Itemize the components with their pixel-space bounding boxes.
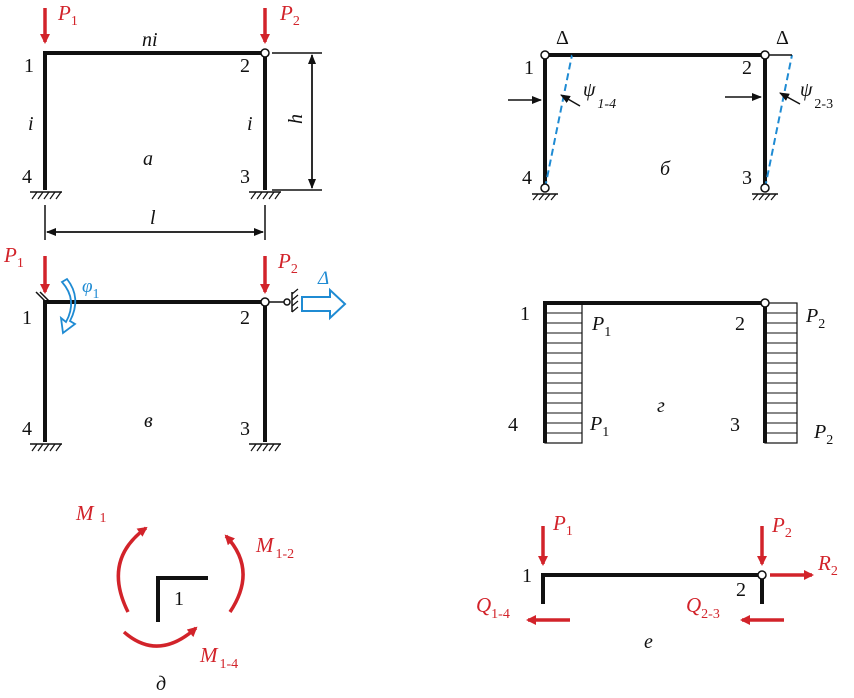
height-dimension bbox=[272, 52, 322, 191]
force-g-bottom-left: P1 bbox=[589, 413, 609, 440]
load-label-p2: P2 bbox=[279, 1, 300, 29]
force-g-top-left: P1 bbox=[591, 313, 611, 340]
span-dimension bbox=[44, 205, 266, 240]
rotation-label: φ1 bbox=[82, 276, 100, 302]
panel-v: P1 P2 φ1 Δ 1 2 4 3 в bbox=[3, 243, 347, 452]
node-g-3-label: 3 bbox=[730, 414, 740, 436]
psi-pointer-left bbox=[560, 94, 581, 107]
node-e-1-label: 1 bbox=[522, 565, 532, 587]
node-v-3-label: 3 bbox=[240, 418, 250, 440]
psi-right-label: ψ2-3 bbox=[800, 79, 833, 112]
node-g-2-label: 2 bbox=[735, 313, 745, 335]
load-label-v-p1: P1 bbox=[3, 243, 24, 271]
force-g-top-right: P2 bbox=[805, 305, 825, 332]
delta-right-label: Δ bbox=[776, 27, 789, 49]
panel-g: 1 2 4 3 P1 P1 P2 P2 г bbox=[508, 298, 833, 448]
node-2-label: 2 bbox=[240, 55, 250, 77]
col-right-stiffness-label: i bbox=[247, 113, 253, 135]
fixed-support-v-3 bbox=[249, 443, 281, 452]
frame-a bbox=[43, 51, 267, 190]
node-v-1-label: 1 bbox=[22, 307, 32, 329]
deformed-column-left bbox=[544, 54, 573, 189]
col-left-stiffness-label: i bbox=[28, 113, 34, 135]
beam-stiffness-label: ni bbox=[142, 29, 158, 51]
hinge-b-3 bbox=[760, 183, 770, 193]
panel-a: P1 P2 ni i i 1 2 4 3 h l а bbox=[22, 1, 322, 240]
fixed-support-3 bbox=[249, 191, 281, 200]
node-corner bbox=[156, 576, 208, 622]
fixed-support-v-4 bbox=[30, 443, 62, 452]
load-label-e-p1: P1 bbox=[552, 511, 573, 539]
force-g-bottom-right: P2 bbox=[813, 421, 833, 448]
node-g-1-label: 1 bbox=[520, 303, 530, 325]
load-label-v-p2: P2 bbox=[277, 249, 298, 277]
support-b-4 bbox=[532, 193, 558, 201]
height-label: h bbox=[285, 114, 307, 124]
frame-b bbox=[543, 53, 767, 188]
panel-b: 1 2 4 3 Δ Δ ψ1-4 ψ2-3 б bbox=[508, 27, 833, 201]
panel-e: P1 P2 R2 Q1-4 Q2-3 1 2 е bbox=[476, 511, 838, 653]
node-1-label: 1 bbox=[24, 55, 34, 77]
psi-left-label: ψ1-4 bbox=[583, 79, 616, 112]
horizontal-link-support bbox=[269, 288, 299, 313]
node-b-1-label: 1 bbox=[524, 57, 534, 79]
displacement-arrow bbox=[301, 287, 347, 321]
moment-arrow-m12 bbox=[224, 534, 245, 613]
fixed-support-4 bbox=[30, 191, 62, 200]
caption-g: г bbox=[657, 395, 665, 417]
node-d-label: 1 bbox=[174, 588, 184, 610]
node-b-2-label: 2 bbox=[742, 57, 752, 79]
psi-pointer-right bbox=[779, 92, 801, 105]
load-label-e-p2: P2 bbox=[771, 513, 792, 541]
moment-arrow-m14 bbox=[122, 626, 198, 648]
node-b-3-label: 3 bbox=[742, 167, 752, 189]
load-label-p1: P1 bbox=[57, 1, 78, 29]
node-b-4-label: 4 bbox=[522, 167, 532, 189]
delta-left-label: Δ bbox=[556, 27, 569, 49]
shear-label-q14: Q1-4 bbox=[476, 593, 510, 622]
caption-v: в bbox=[144, 410, 153, 432]
caption-e: е bbox=[644, 631, 653, 653]
deformed-column-right bbox=[764, 54, 793, 189]
node-g-4-label: 4 bbox=[508, 414, 518, 436]
hinge-v-2 bbox=[260, 297, 270, 307]
displacement-label: Δ bbox=[317, 268, 329, 289]
support-b-3 bbox=[752, 193, 778, 201]
caption-b: б bbox=[660, 158, 671, 180]
hinge-b-1 bbox=[540, 50, 550, 60]
hinge-e-2 bbox=[757, 570, 767, 580]
moment-arrow-m1 bbox=[116, 526, 148, 613]
node-3-label: 3 bbox=[240, 166, 250, 188]
shear-label-q23: Q2-3 bbox=[686, 593, 720, 622]
hinge-g-2 bbox=[760, 298, 770, 308]
caption-d: д bbox=[156, 673, 166, 695]
free-body-beam bbox=[541, 573, 764, 604]
node-4-label: 4 bbox=[22, 166, 32, 188]
node-e-2-label: 2 bbox=[736, 579, 746, 601]
node-v-2-label: 2 bbox=[240, 307, 250, 329]
diagram-hatch-left bbox=[545, 312, 582, 434]
hinge-2 bbox=[260, 48, 270, 58]
hinge-b-4 bbox=[540, 183, 550, 193]
span-label: l bbox=[150, 207, 156, 229]
reaction-label-r2: R2 bbox=[817, 551, 838, 579]
hinge-b-2 bbox=[760, 50, 770, 60]
diagram-hatch-right bbox=[765, 312, 797, 434]
caption-a: а bbox=[143, 148, 153, 170]
rotation-arrow bbox=[59, 277, 77, 335]
frame-v bbox=[43, 300, 267, 442]
node-v-4-label: 4 bbox=[22, 418, 32, 440]
